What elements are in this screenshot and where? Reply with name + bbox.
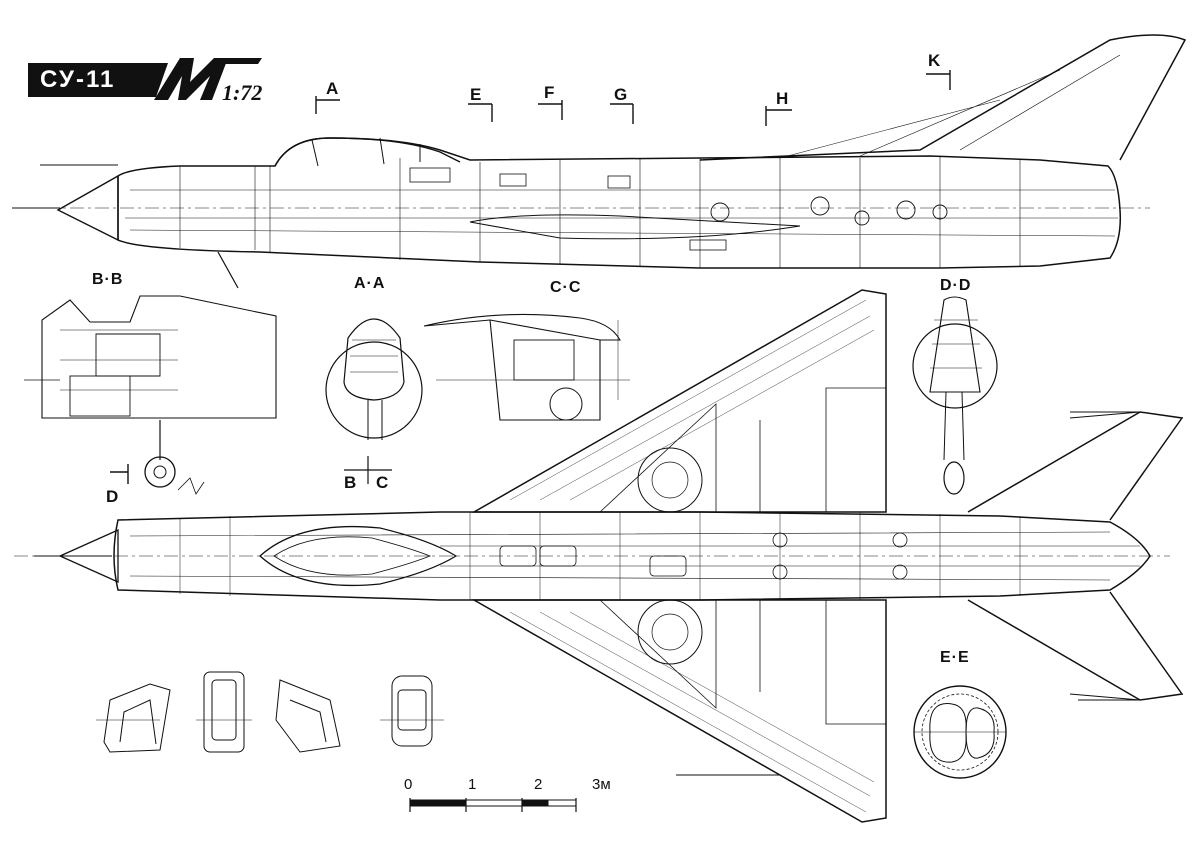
cut-marker-b: B (344, 473, 357, 492)
section-label-ee: E·E (940, 649, 970, 666)
section-label-bb: B·B (92, 271, 124, 288)
cut-marker-a: A (326, 79, 339, 98)
cut-marker-e: E (470, 85, 482, 104)
cut-marker-f: F (544, 83, 555, 102)
section-label-cc: C·C (550, 279, 582, 296)
cut-marker-k: K (928, 51, 941, 70)
scale-tick-3: 3м (592, 776, 611, 793)
section-bb (24, 295, 277, 495)
section-cc (423, 313, 630, 421)
plan-view (14, 289, 1184, 823)
cut-marker-h: H (776, 89, 789, 108)
section-dd (912, 296, 998, 495)
section-label-aa: A·A (354, 275, 386, 292)
scale-ratio: 1:72 (222, 80, 263, 105)
model-name: СУ-11 (40, 66, 116, 93)
scale-tick-1: 1 (468, 776, 477, 793)
section-label-dd: D·D (940, 277, 972, 294)
section-ee (913, 685, 1007, 779)
magazine-logo: M (154, 58, 262, 100)
scale-bar (409, 798, 577, 812)
side-view (12, 34, 1187, 289)
section-aa (325, 318, 423, 484)
cut-marker-g: G (614, 85, 628, 104)
scale-tick-0: 0 (404, 776, 413, 793)
side-cut-markers (315, 70, 951, 126)
cut-marker-c: C (376, 473, 389, 492)
cut-marker-d: D (106, 487, 119, 506)
title-plate (28, 63, 168, 97)
ejection-seat-views (96, 671, 444, 753)
scale-tick-2: 2 (534, 776, 543, 793)
